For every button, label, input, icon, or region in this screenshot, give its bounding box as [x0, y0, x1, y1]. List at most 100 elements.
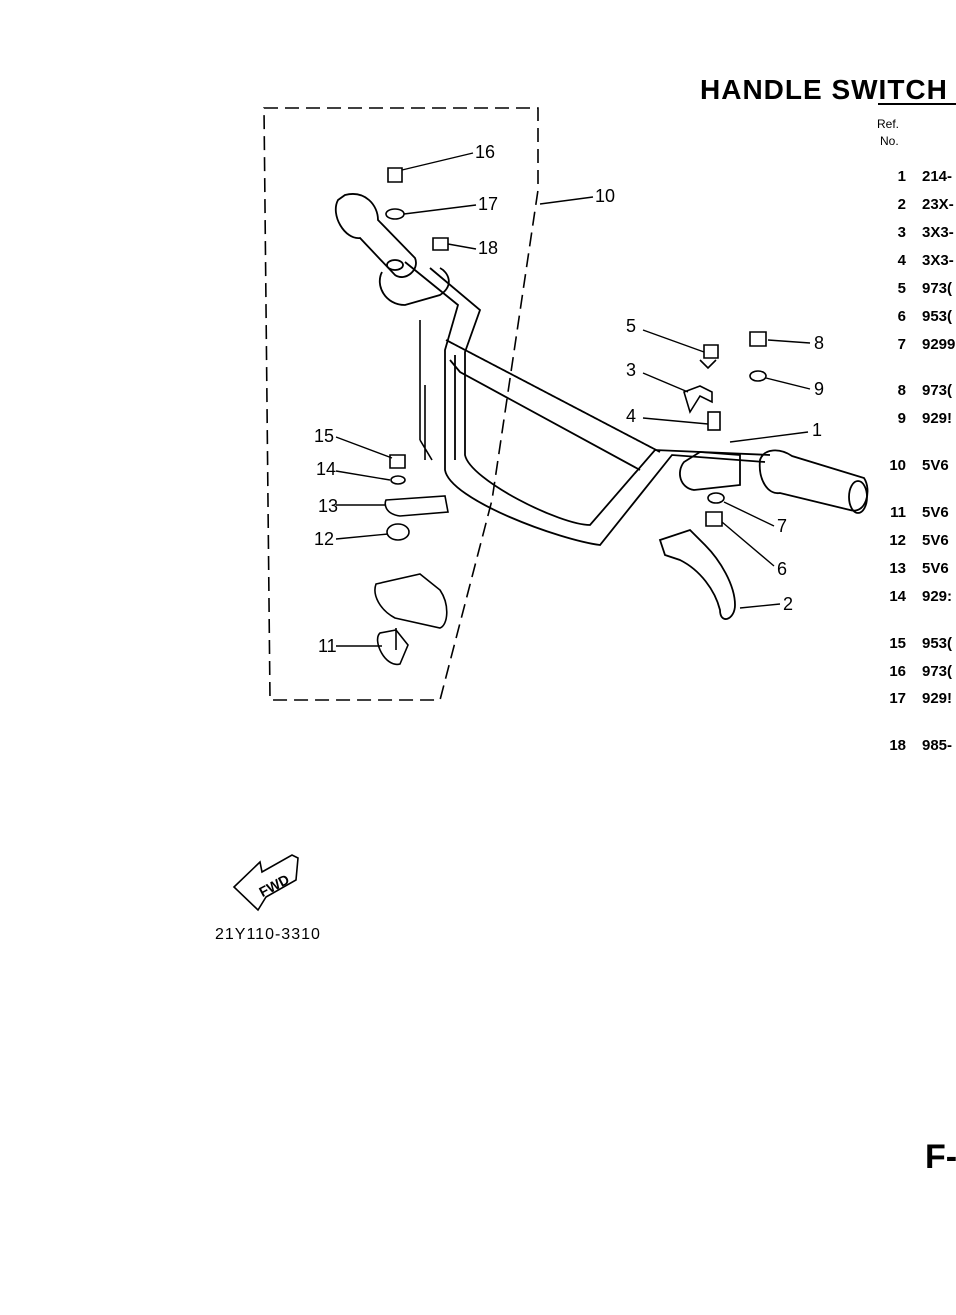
- callout-label: 16: [475, 142, 495, 162]
- parts-table-header: Ref. No.: [877, 116, 899, 150]
- parts-table-row: 3 3X3-: [884, 224, 954, 241]
- callout-leader-line: [765, 377, 811, 390]
- ref-number: 5: [897, 280, 906, 297]
- page-title: HANDLE SWITCH: [700, 74, 948, 105]
- parts-table-row: 4 3X3-: [884, 252, 954, 269]
- handlebar-drawing: [404, 261, 771, 546]
- part-number: 929!: [922, 690, 953, 707]
- ref-number: 2: [897, 196, 906, 213]
- ref-number: 14: [889, 588, 906, 605]
- left-switch-parts: [374, 320, 449, 665]
- no-header-label: No.: [880, 134, 899, 148]
- part-number: 985-: [922, 737, 953, 754]
- parts-table-row: 5 973(: [884, 280, 952, 297]
- parts-table-row: 14 929:: [884, 588, 952, 605]
- parts-table-row: 7 9299: [884, 336, 956, 353]
- ref-number: 3: [897, 224, 906, 241]
- callout-leader-line: [335, 470, 391, 481]
- callout-leader-line: [642, 417, 709, 425]
- parts-table-row: 17 929!: [884, 690, 952, 707]
- callout-label: 17: [478, 194, 498, 214]
- callout-leader-line: [729, 431, 809, 443]
- fwd-arrow: FWD: [232, 854, 299, 912]
- left-grip-drawing: [335, 193, 450, 306]
- parts-table-row: 2 23X-: [884, 196, 954, 213]
- callout-leader-line: [335, 533, 389, 540]
- diagram-code: 21Y110-3310: [215, 926, 321, 943]
- part-number: 953(: [922, 635, 953, 652]
- part-number: 973(: [922, 663, 953, 680]
- page-reference: F-: [925, 1138, 956, 1176]
- callout-leader-line: [739, 603, 781, 609]
- callout-label: 14: [316, 459, 336, 479]
- part-number: 214-: [922, 168, 953, 185]
- callout-leader-line: [767, 339, 811, 344]
- ref-number: 8: [897, 382, 906, 399]
- parts-table-row: 18 985-: [884, 737, 952, 754]
- callout-label: 11: [318, 636, 337, 656]
- ref-number: 12: [889, 532, 906, 549]
- callout-leader-line: [335, 436, 393, 459]
- part-number: 9299: [922, 336, 956, 353]
- ref-number: 18: [889, 737, 906, 754]
- ref-number: 10: [889, 457, 906, 474]
- parts-table-row: 8 973(: [884, 382, 952, 399]
- callout-label: 1: [812, 420, 822, 440]
- callout-label: 18: [478, 238, 498, 258]
- ref-number: 16: [889, 663, 906, 680]
- parts-table-row: 15 953(: [884, 635, 952, 652]
- part-number: 5V6: [922, 560, 949, 577]
- parts-table-row: 6 953(: [884, 308, 952, 325]
- ref-header-label: Ref.: [877, 117, 900, 131]
- part-number: 23X-: [922, 196, 954, 213]
- callout-leader-line: [723, 501, 775, 527]
- ref-number: 17: [889, 690, 906, 707]
- ref-number: 4: [897, 252, 906, 269]
- right-grip-drawing: [658, 449, 869, 620]
- callout-label: 12: [314, 529, 334, 549]
- parts-table-row: 10 5V6: [884, 457, 949, 474]
- part-number: 5V6: [922, 532, 949, 549]
- callout-label: 6: [777, 559, 787, 579]
- part-number: 3X3-: [922, 252, 954, 269]
- callout-label: 10: [595, 186, 615, 206]
- part-number: 5V6: [922, 504, 949, 521]
- callout-leader-line: [642, 372, 689, 393]
- parts-table-row: 13 5V6: [884, 560, 949, 577]
- part-number: 973(: [922, 382, 953, 399]
- callout-leader-line: [721, 521, 775, 567]
- callout-label: 4: [626, 406, 636, 426]
- ref-number: 13: [889, 560, 906, 577]
- part-number: 973(: [922, 280, 953, 297]
- parts-table-row: 16 973(: [884, 663, 952, 680]
- right-small-parts: [385, 167, 767, 527]
- callout-leader-line: [642, 329, 705, 353]
- callout-label: 2: [783, 594, 793, 614]
- callout-label: 3: [626, 360, 636, 380]
- callout-leader-line: [447, 243, 477, 250]
- callout-label: 13: [318, 496, 338, 516]
- assembly-outline: [263, 107, 539, 701]
- ref-number: 6: [897, 308, 906, 325]
- parts-table-row: 1 214-: [884, 168, 952, 185]
- part-number: 3X3-: [922, 224, 954, 241]
- part-number: 953(: [922, 308, 953, 325]
- callout-leader-line: [401, 152, 474, 171]
- parts-table-row: 11 5V6: [884, 504, 949, 521]
- part-number: 929:: [922, 588, 953, 605]
- ref-number: 7: [897, 336, 906, 353]
- ref-number: 15: [889, 635, 906, 652]
- part-number: 5V6: [922, 457, 949, 474]
- callout-label: 7: [777, 516, 787, 536]
- title-underline: [878, 103, 956, 105]
- callout-leader-line: [539, 196, 594, 205]
- ref-number: 1: [897, 168, 906, 185]
- callout-label: 8: [814, 333, 824, 353]
- parts-table-row: 12 5V6: [884, 532, 949, 549]
- ref-number: 11: [890, 504, 906, 521]
- part-number: 929!: [922, 410, 953, 427]
